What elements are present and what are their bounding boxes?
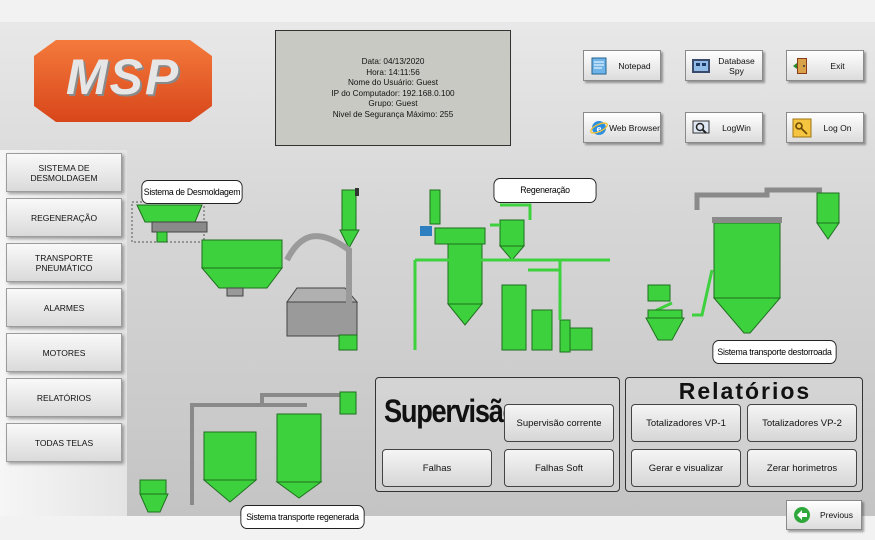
regeneracao-equipment[interactable] (410, 180, 610, 360)
totalizadores-vp1-button[interactable]: Totalizadores VP-1 (631, 404, 741, 442)
regenerada-equipment[interactable] (132, 390, 372, 520)
session-user: Nome do Usuário: Guest (347, 78, 439, 88)
session-security: Nivel de Segurança Máximo: 255 (332, 109, 454, 119)
relatorios-title: Relatórios (678, 378, 812, 404)
logwin-icon (692, 120, 710, 134)
database-spy-label: Database Spy (718, 55, 755, 76)
relatorios-panel: Relatórios Totalizadores VP-1 Totalizado… (625, 377, 863, 492)
falhas-button[interactable]: Falhas (382, 449, 492, 487)
logwin-button[interactable]: LogWin (685, 112, 763, 143)
logwin-label: LogWin (722, 122, 751, 133)
label-regeneracao[interactable]: Regeneração (493, 178, 597, 203)
logon-button[interactable]: Log On (786, 112, 864, 143)
main-window: MSP Data: 04/13/2020 Hora: 14:11:56 Nome… (0, 22, 875, 530)
exit-button[interactable]: Exit (786, 50, 864, 81)
supervisao-corrente-button[interactable]: Supervisão corrente (504, 404, 614, 442)
session-time: Hora: 14:11:56 (366, 67, 420, 77)
session-info-panel: Data: 04/13/2020 Hora: 14:11:56 Nome do … (275, 30, 511, 146)
left-navigation: SISTEMA DE DESMOLDAGEM REGENERAÇÃO TRANS… (0, 150, 127, 516)
falhas-soft-button[interactable]: Falhas Soft (504, 449, 614, 487)
destorroada-equipment[interactable] (632, 185, 872, 355)
web-browser-icon: e (590, 120, 608, 135)
supervisao-title: Supervisão (384, 393, 519, 429)
label-desmoldagem[interactable]: Sistema de Desmoldagem (141, 180, 243, 204)
notepad-icon (591, 57, 607, 74)
session-ip: IP do Computador: 192.168.0.100 (331, 88, 455, 98)
previous-label: Previous (819, 510, 854, 520)
plant-synoptic: Sistema de Desmoldagem Regeneração Siste… (127, 150, 875, 530)
web-browser-label: Web Browser (609, 122, 660, 133)
supervisao-panel: Supervisão Supervisão corrente Falhas Fa… (375, 377, 620, 492)
exit-label: Exit (830, 60, 845, 71)
desmoldagem-equipment[interactable] (127, 160, 367, 351)
nav-sistema-desmoldagem[interactable]: SISTEMA DE DESMOLDAGEM (6, 153, 122, 192)
gerar-visualizar-button[interactable]: Gerar e visualizar (631, 449, 741, 487)
zerar-horimetros-button[interactable]: Zerar horimetros (747, 449, 857, 487)
msp-logo (34, 40, 212, 122)
label-regenerada[interactable]: Sistema transporte regenerada (240, 505, 365, 529)
database-icon (692, 58, 710, 73)
notepad-button[interactable]: Notepad (583, 50, 661, 81)
nav-relatorios[interactable]: RELATÓRIOS (6, 378, 122, 417)
database-spy-button[interactable]: Database Spy (685, 50, 763, 81)
previous-button[interactable]: Previous (786, 500, 862, 530)
session-group: Grupo: Guest (368, 99, 418, 109)
session-date: Data: 04/13/2020 (361, 57, 425, 66)
web-browser-button[interactable]: e Web Browser (583, 112, 661, 143)
exit-door-icon (793, 57, 807, 74)
logo-text: MSP (65, 49, 181, 105)
nav-motores[interactable]: MOTORES (6, 333, 122, 372)
key-icon (792, 118, 812, 137)
label-destorroada[interactable]: Sistema transporte destorroada (712, 340, 837, 364)
back-arrow-icon (794, 507, 810, 523)
svg-text:e: e (597, 123, 602, 135)
notepad-label: Notepad (618, 60, 651, 71)
nav-regeneracao[interactable]: REGENERAÇÃO (6, 198, 122, 237)
nav-todas-telas[interactable]: TODAS TELAS (6, 423, 122, 462)
nav-alarmes[interactable]: ALARMES (6, 288, 122, 327)
nav-transporte-pneumatico[interactable]: TRANSPORTE PNEUMÁTICO (6, 243, 122, 282)
logon-label: Log On (823, 122, 852, 133)
totalizadores-vp2-button[interactable]: Totalizadores VP-2 (747, 404, 857, 442)
